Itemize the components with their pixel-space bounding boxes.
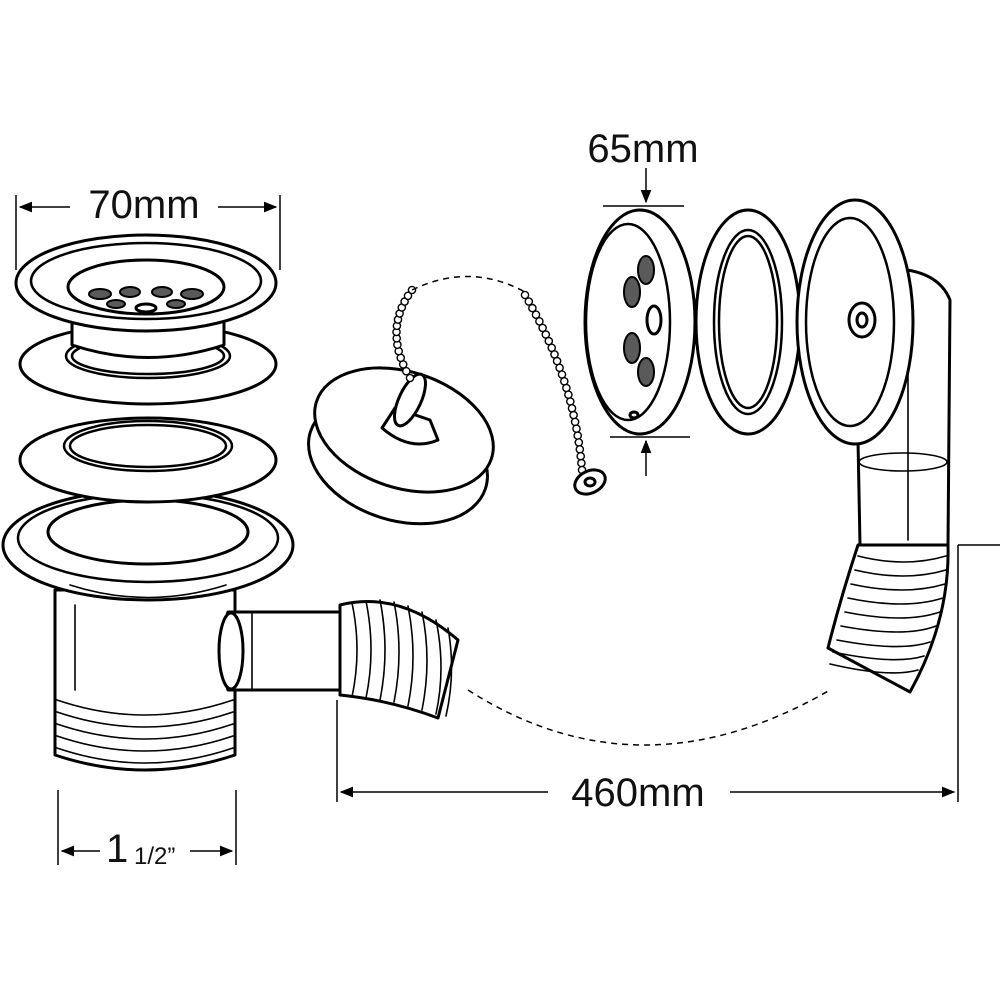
chain-bead: [574, 438, 584, 447]
lower-washer: [18, 416, 278, 504]
hose-dashed-continuation: [467, 689, 831, 746]
hose-left-section: [338, 599, 460, 720]
chain-dashed-continuation: [411, 275, 526, 293]
chain-bead: [566, 397, 575, 406]
chain-bead: [577, 458, 586, 468]
chain-bead: [572, 424, 581, 434]
dimension-65mm: 65mm: [587, 127, 699, 476]
chain-bead: [570, 417, 580, 427]
chain-bead: [401, 366, 411, 376]
chain-bead: [575, 444, 585, 454]
chain-bead: [564, 390, 573, 400]
overflow-gasket: [694, 208, 802, 436]
hose-right-section: [826, 543, 950, 694]
chain-bead: [520, 290, 530, 300]
chain-bead: [573, 431, 583, 440]
chain-bead: [524, 297, 534, 306]
chain-bead: [531, 310, 541, 320]
overflow-faceplate: [583, 208, 697, 436]
chain-bead: [567, 403, 577, 413]
overflow-elbow: [795, 198, 952, 547]
bath-plug: [307, 366, 495, 526]
chain-bead: [535, 316, 544, 326]
dimension-label-70mm: 70mm: [88, 183, 199, 227]
dimension-label-thread-whole: 1: [106, 827, 128, 871]
dimension-460mm: 460mm: [336, 544, 1000, 815]
dimension-thread-size: 1 1/2”: [57, 790, 237, 871]
dimension-label-65mm: 65mm: [587, 127, 698, 171]
chain-bead: [569, 410, 578, 420]
chain-bead: [405, 373, 415, 383]
dimension-70mm: 70mm: [15, 183, 281, 270]
dimension-label-460mm: 460mm: [571, 771, 704, 815]
waste-body: [1, 488, 347, 772]
waste-grate-flange: [14, 233, 278, 359]
chain-bead: [576, 451, 586, 461]
chain-bead: [403, 291, 413, 301]
dimension-label-thread-fraction: 1/2”: [134, 843, 175, 870]
chain-end-ring: [573, 468, 607, 496]
chain-bead: [538, 323, 547, 333]
chain-bead: [528, 303, 537, 313]
